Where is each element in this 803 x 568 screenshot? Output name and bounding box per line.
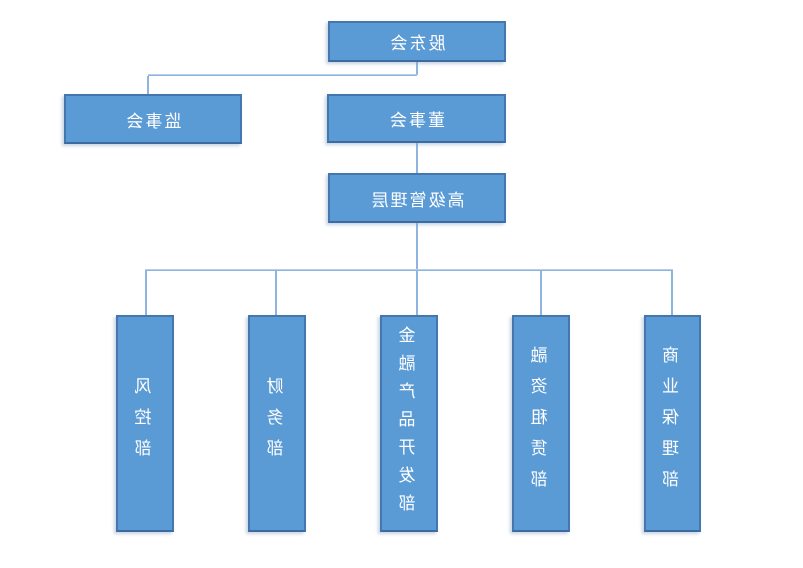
connector-department-rail — [145, 269, 673, 271]
org-node-dept-commercial-factoring: 商业保理部 — [644, 315, 701, 532]
connector-to-dept-finance — [275, 271, 277, 315]
connector-to-dept-risk-control — [145, 271, 147, 315]
org-node-label: 风控部 — [135, 377, 155, 470]
org-node-label: 金融产品开发部 — [399, 325, 419, 522]
org-node-label: 董事会 — [388, 111, 445, 130]
org-node-supervisory-board: 监事会 — [64, 94, 242, 144]
org-node-shareholders-meeting: 股东会 — [328, 21, 506, 62]
org-node-label: 财务部 — [267, 377, 287, 470]
org-node-label: 融资租赁部 — [531, 346, 551, 501]
org-node-label: 监事会 — [124, 111, 182, 131]
org-node-label: 股东会 — [388, 34, 446, 53]
connector-to-supervisory — [147, 76, 149, 94]
org-node-senior-management: 高级管理层 — [328, 173, 506, 223]
org-node-dept-risk-control: 风控部 — [116, 315, 174, 532]
org-node-label: 商业保理部 — [663, 346, 682, 501]
org-node-dept-financial-product-development: 金融产品开发部 — [380, 315, 438, 532]
org-node-dept-finance: 财务部 — [248, 315, 306, 532]
connector-to-dept-leasing — [540, 271, 542, 315]
connector-board-to-senior — [416, 143, 418, 173]
org-node-board-of-directors: 董事会 — [327, 94, 506, 143]
connector-to-dept-commercial-factoring — [671, 271, 673, 315]
connector-senior-to-rail — [416, 223, 418, 269]
org-node-dept-financial-leasing: 融资租赁部 — [512, 315, 570, 532]
connector-to-dept-product-dev — [416, 271, 418, 315]
connector-root-horizontal — [148, 74, 417, 76]
org-node-label: 高级管理层 — [369, 190, 465, 210]
